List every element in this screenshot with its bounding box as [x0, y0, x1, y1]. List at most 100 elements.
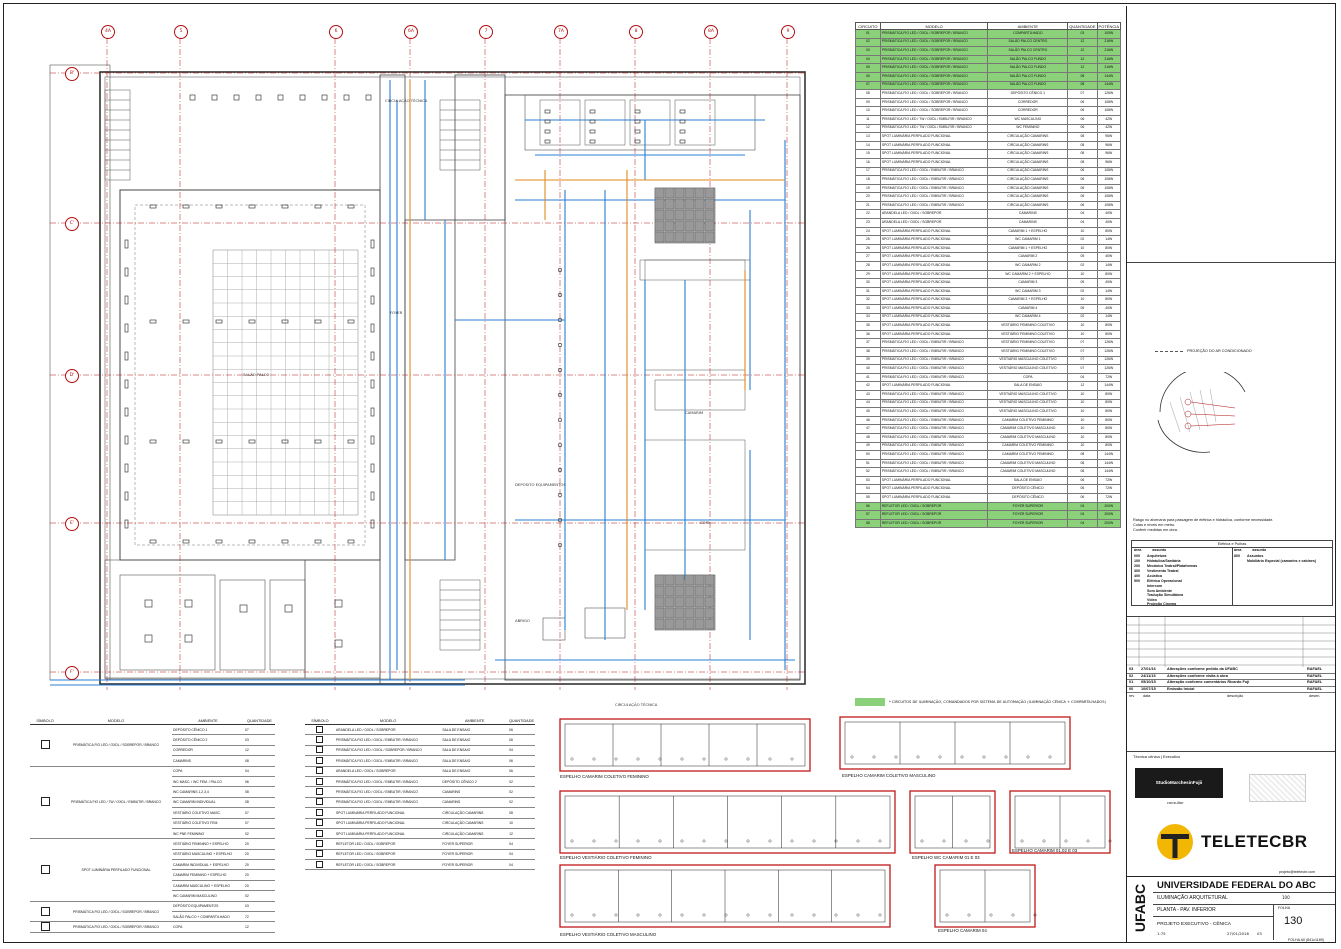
- circuit-number: 54: [855, 484, 881, 495]
- circuit-quantity: 06: [1067, 192, 1098, 202]
- mirror-outline: [564, 723, 806, 767]
- circuit-power: 96W: [1096, 132, 1122, 142]
- legend-ambiente: VESTIÁRIO COLETIVO MASC.: [172, 807, 244, 819]
- circuit-number: 29: [855, 269, 881, 280]
- mirror-light-point: [614, 757, 618, 761]
- locker-cell: [664, 220, 675, 232]
- legend-symbol-icon: [305, 859, 335, 871]
- grid-tag-column: 5: [174, 25, 188, 39]
- circuit-number: 27: [855, 252, 881, 263]
- circuit-power: 216W: [1096, 54, 1122, 65]
- legend-symbol-icon: [305, 838, 335, 850]
- legend-model: PRISMÁTICA FIO LED / OXDL / EMBUTIR / BR…: [334, 734, 442, 746]
- circuit-ambiente: DEPÓSITO CÊNICO: [987, 493, 1069, 503]
- circuit-power: 80W: [1096, 295, 1122, 305]
- circuit-quantity: 08: [1067, 71, 1098, 82]
- locker-cell: [694, 198, 705, 210]
- circuit-quantity: 10: [1067, 389, 1098, 400]
- discipline-code: 200: [1134, 564, 1140, 568]
- circuit-number: 25: [855, 235, 881, 245]
- fixture-symbol: [370, 435, 375, 445]
- elevation-drawing: [909, 790, 996, 854]
- locker-cell: [694, 596, 705, 608]
- circuit-number: 06: [855, 71, 881, 82]
- elevation-drawing: [559, 790, 896, 854]
- circuit-power: 40W: [1096, 304, 1122, 314]
- elevation-title: ESPELHO VESTIÁRIO COLETIVO MASCULINO: [560, 932, 657, 937]
- circuit-power: 80W: [1096, 424, 1122, 434]
- legend-quantity: 03: [244, 734, 275, 746]
- mirror-light-point: [850, 755, 854, 759]
- legend-ambiente: FOYER SUPERIOR: [441, 849, 509, 861]
- fixture-symbol: [634, 119, 641, 124]
- circuit-ambiente: CIRCULAÇÃO CAMARINS: [987, 140, 1069, 151]
- circuit-power: 216W: [1096, 46, 1122, 56]
- discipline-name: Arquitetura: [1147, 554, 1167, 558]
- room-label: COPA: [700, 520, 711, 525]
- general-notes: Rasgo no alvenaria para passagem de elét…: [1133, 518, 1323, 533]
- circuit-model: ARANDELA LED / OXDL / SOBREPOR: [879, 209, 989, 220]
- locker-cell: [684, 596, 695, 608]
- legend-model: REFLETOR LED / OXDL / SOBREPOR: [334, 849, 442, 861]
- fixture-symbol: [365, 94, 372, 101]
- fixture-symbol: [544, 139, 551, 144]
- circuit-quantity: 06: [1067, 123, 1098, 134]
- grid-tag-row: F': [65, 666, 79, 680]
- rev-date: 10/07/15: [1141, 686, 1156, 691]
- circuit-quantity: 07: [1067, 364, 1098, 374]
- legend-model: PRISMÁTICA FIO LED / OXDL / EMBUTIR / BR…: [334, 755, 442, 767]
- legend-ambiente: DEPÓSITO CÊNICO 2: [172, 734, 244, 746]
- fixture-symbol: [370, 267, 375, 277]
- legend-model: ARANDELA LED / OXDL / SOBREPOR: [334, 766, 442, 777]
- circuit-ambiente: CIRCULAÇÃO CAMARINS: [987, 157, 1069, 168]
- room-label: FOYER: [390, 310, 403, 315]
- circuit-number: 45: [855, 407, 881, 417]
- discipline-name: Mecânica Teatral/Plataformas: [1147, 564, 1198, 568]
- fixture-symbol: [370, 239, 375, 249]
- legend-row: PRISMÁTICA FIO LED / OXDL / SOBREPOR / B…: [30, 901, 275, 923]
- circuit-quantity: 10: [1067, 329, 1098, 340]
- circuit-number: 49: [855, 441, 881, 452]
- legend-quantity: 02: [508, 786, 535, 798]
- fixture-symbol: [248, 539, 256, 544]
- mirror-light-point: [724, 839, 728, 843]
- legend-ambiente: WC CAMARINS 1,2,3,4: [172, 786, 244, 798]
- circuit-quantity: 10: [1067, 269, 1098, 280]
- circuit-model: SPOT LUMINÁRIA PERFILADO FUNCIONAL: [879, 226, 989, 237]
- circuit-ambiente: CIRCULAÇÃO CAMARINS: [987, 175, 1069, 185]
- legend-symbol-icon: [305, 755, 335, 767]
- legend-ambiente: CAMARIM FEMININO + ESPELHO: [172, 869, 244, 881]
- circuit-quantity: 06: [1067, 175, 1098, 185]
- circuit-model: PRISMÁTICA FIO LED / OXDL / EMBUTIR / BR…: [879, 175, 989, 185]
- circuit-number: 09: [855, 97, 881, 108]
- circuit-ambiente: CIRCULAÇÃO CAMARINS: [987, 166, 1069, 177]
- circuit-model: SPOT LUMINÁRIA PERFILADO FUNCIONAL: [879, 295, 989, 305]
- circuit-number: 50: [855, 450, 881, 460]
- elevation-frame: [934, 864, 1036, 928]
- grid-tag-column: 7: [479, 25, 493, 39]
- legend-symbol-icon: [30, 766, 60, 840]
- circuit-model: PRISMÁTICA FIO LED / OXDL / EMBUTIR / BR…: [879, 364, 989, 374]
- fixture-symbol: [544, 129, 551, 134]
- legend-ambiente: DEPÓSITO EQUIPAMENTOS: [172, 901, 244, 913]
- circuit-model: SPOT LUMINÁRIA PERFILADO FUNCIONAL: [879, 157, 989, 168]
- circuit-number: 01: [855, 29, 881, 39]
- elevation-frame: [839, 716, 1071, 770]
- elevation-drawing: [934, 864, 1037, 928]
- circuit-number: 40: [855, 364, 881, 374]
- discipline-name: Hidráulica/Sanitária: [1147, 559, 1181, 563]
- circuit-power: 72W: [1096, 484, 1122, 495]
- legend-ambiente: FOYER SUPERIOR: [441, 838, 509, 850]
- locker-cell: [654, 607, 665, 619]
- circuit-power: 108W: [1096, 97, 1122, 108]
- legend-quantity: 02: [508, 776, 535, 788]
